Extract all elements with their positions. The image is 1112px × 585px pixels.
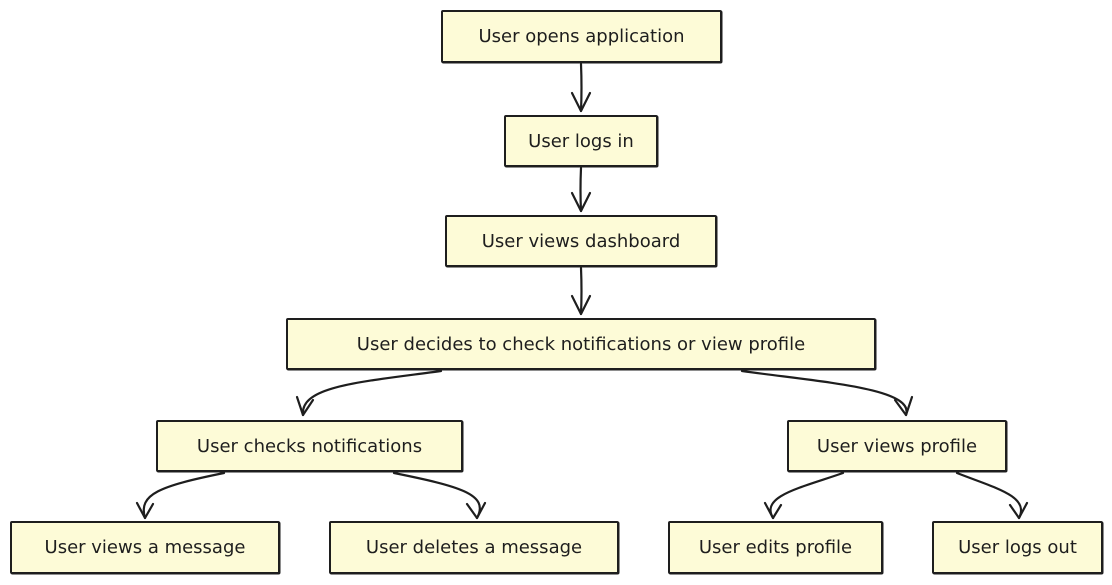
edge-checks-to-view-message [135, 471, 226, 520]
edge-checks-to-delete-message [392, 471, 487, 520]
edge-login-to-dashboard [570, 166, 592, 213]
node-user-decides: User decides to check notifications or v… [286, 318, 876, 370]
edge-open-to-login [570, 62, 592, 113]
edge-decide-to-checks [295, 369, 443, 417]
node-user-opens-application: User opens application [441, 10, 722, 63]
node-user-deletes-a-message: User deletes a message [329, 521, 619, 574]
node-user-views-dashboard: User views dashboard [445, 215, 717, 267]
edge-profile-to-logout [955, 471, 1029, 520]
node-user-logs-in: User logs in [504, 115, 658, 167]
node-user-views-a-message: User views a message [10, 521, 280, 574]
edge-decide-to-profile [740, 369, 914, 417]
node-user-logs-out: User logs out [932, 521, 1103, 574]
node-user-views-profile: User views profile [787, 420, 1007, 472]
node-user-checks-notifications: User checks notifications [156, 420, 463, 472]
edge-profile-to-edit-profile [763, 471, 845, 520]
node-user-edits-profile: User edits profile [668, 521, 883, 574]
edge-dashboard-to-decide [570, 266, 592, 316]
